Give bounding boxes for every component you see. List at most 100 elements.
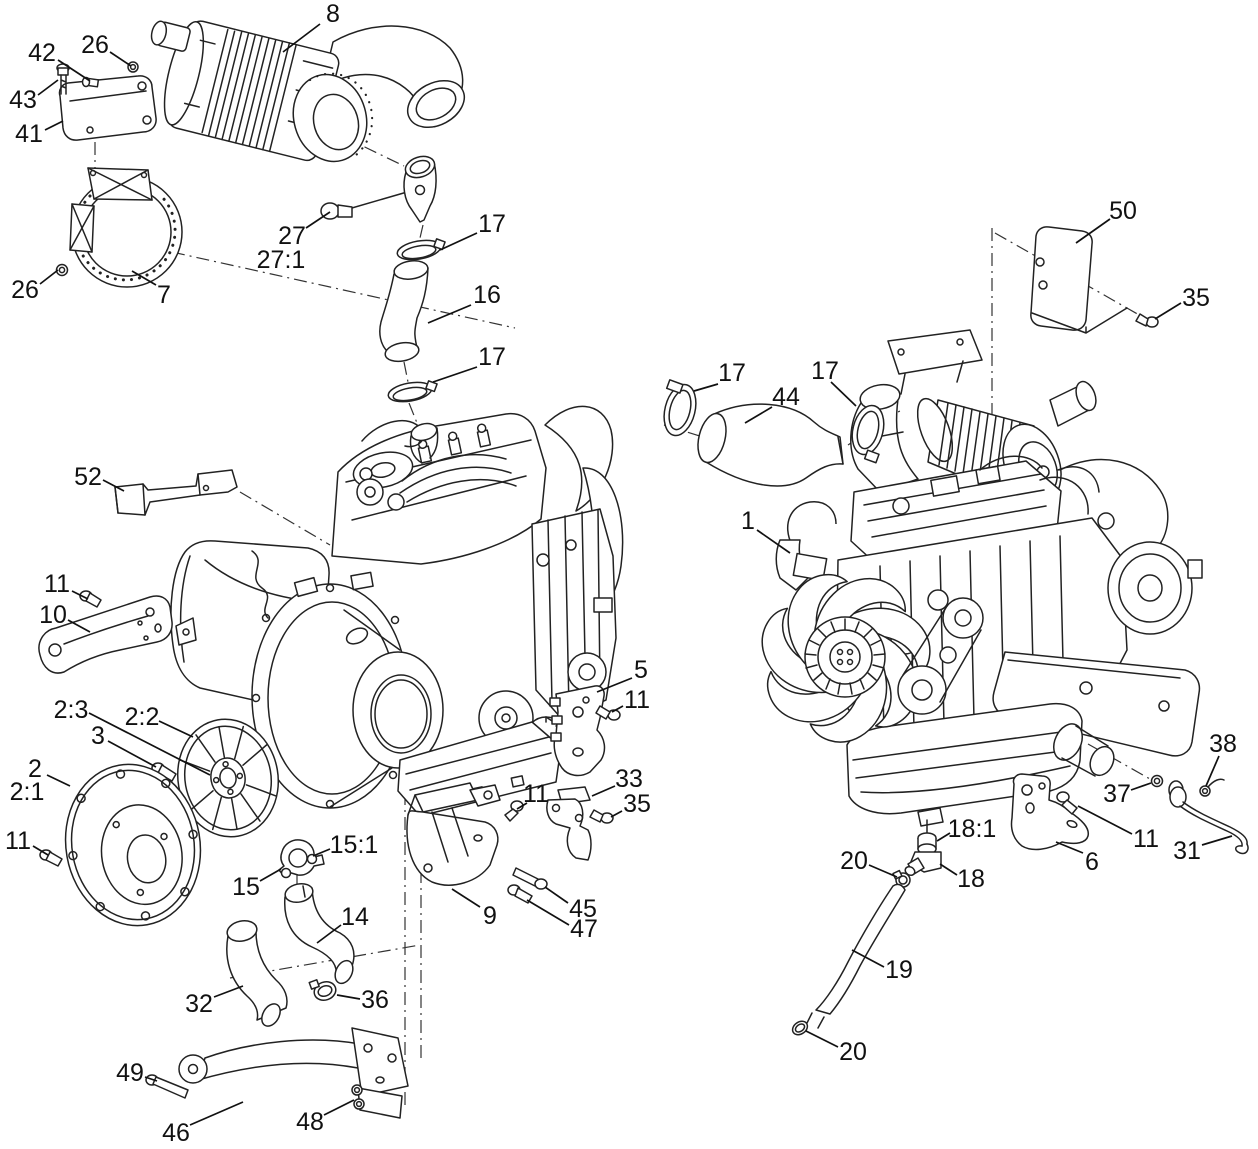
- callout-26-left: 26: [11, 276, 39, 304]
- callout-7: 7: [157, 281, 171, 309]
- bracket-10: [38, 590, 173, 674]
- callout-3: 3: [91, 722, 105, 750]
- nut-48: [351, 1084, 365, 1110]
- nut-26-top: [127, 61, 139, 73]
- callout-36: 36: [361, 986, 389, 1014]
- clamp-17-c: [663, 379, 697, 437]
- bolt-11-d: [504, 800, 524, 822]
- leader-line-11-e: [1077, 805, 1133, 835]
- leader-line-26-top: [109, 51, 132, 67]
- callout-42: 42: [28, 39, 56, 67]
- callout-10: 10: [39, 601, 67, 629]
- leader-line-50: [1075, 218, 1111, 244]
- callout-16: 16: [473, 281, 501, 309]
- callout-49: 49: [116, 1059, 144, 1087]
- callout-1: 1: [741, 507, 755, 535]
- leader-line-20-b: [805, 1030, 839, 1048]
- leader-line-9: [451, 888, 481, 908]
- callout-35-a: 35: [623, 790, 651, 818]
- leader-line-2-3: [88, 712, 211, 776]
- leader-line-52: [102, 479, 125, 492]
- clamp-17-b: [387, 380, 438, 403]
- callout-17-d: 17: [811, 357, 839, 385]
- leader-line-27: [305, 211, 331, 229]
- mount-band-7: [55, 167, 183, 288]
- callout-9: 9: [483, 902, 497, 930]
- callout-2-1: 2:1: [10, 778, 45, 806]
- nut-26-left: [55, 263, 69, 277]
- nut-15-1: [306, 853, 318, 865]
- bracket-52: [114, 469, 238, 516]
- clamp-36: [308, 979, 337, 1002]
- leader-line-17-c: [693, 383, 719, 392]
- leader-line-19: [851, 949, 885, 968]
- leader-line-15: [259, 868, 282, 882]
- leader-line-38: [1205, 755, 1220, 787]
- leader-line-41: [44, 120, 64, 131]
- callout-6: 6: [1085, 848, 1099, 876]
- bolt-35-a: [589, 809, 614, 824]
- callout-37: 37: [1103, 780, 1131, 808]
- callout-31: 31: [1173, 837, 1201, 865]
- elbow-fitting: [403, 155, 437, 223]
- callout-15: 15: [232, 873, 260, 901]
- flywheel-2: [64, 763, 202, 927]
- leader-line-45: [544, 886, 569, 904]
- callout-38: 38: [1209, 730, 1237, 758]
- bolt-35-b: [1135, 313, 1159, 328]
- callout-11-c: 11: [624, 686, 650, 714]
- clamp-17-d: [851, 404, 885, 464]
- leader-line-2-2: [158, 720, 194, 738]
- callout-2: 2: [28, 755, 42, 783]
- bracket-33: [546, 786, 592, 861]
- callout-47: 47: [570, 915, 598, 943]
- callout-27-1: 27:1: [257, 246, 306, 274]
- bolt-11-a: [79, 590, 102, 608]
- callout-48: 48: [296, 1108, 324, 1136]
- bracket-9: [406, 782, 501, 886]
- leader-line-17-d: [830, 381, 857, 407]
- callout-19: 19: [885, 956, 913, 984]
- plug-27: [320, 189, 415, 220]
- bolt-11-c: [595, 705, 621, 721]
- leader-line-43: [37, 79, 59, 96]
- leader-line-47: [526, 899, 570, 926]
- hose-32: [226, 919, 288, 1027]
- leader-line-14: [316, 924, 342, 944]
- leader-line-17-a: [439, 232, 478, 251]
- leader-line-26-left: [39, 269, 59, 285]
- callout-52: 52: [74, 463, 102, 491]
- fitting-18: [904, 832, 942, 877]
- leader-line-11-c: [611, 705, 624, 713]
- callout-32: 32: [185, 990, 213, 1018]
- clamp-15: [278, 839, 325, 879]
- callout-18-1: 18:1: [948, 815, 997, 843]
- leader-line-10: [67, 619, 91, 633]
- callout-50: 50: [1109, 197, 1137, 225]
- callout-33: 33: [615, 765, 643, 793]
- callout-20-b: 20: [839, 1038, 867, 1066]
- callout-17-a: 17: [478, 210, 506, 238]
- leader-line-31: [1201, 835, 1233, 846]
- callout-2-2: 2:2: [125, 703, 160, 731]
- callout-26-top: 26: [81, 31, 109, 59]
- leader-line-20-a: [868, 864, 898, 878]
- leader-line-8: [282, 23, 321, 53]
- leader-line-11-d: [516, 802, 528, 810]
- leader-line-46: [189, 1101, 244, 1126]
- leader-line-36: [336, 994, 361, 1000]
- callout-17-b: 17: [478, 343, 506, 371]
- leader-line-3: [107, 740, 157, 768]
- callout-41: 41: [15, 120, 43, 148]
- leader-line-37: [1130, 782, 1152, 791]
- leader-line-44: [744, 406, 773, 424]
- bracket-6: [1010, 773, 1090, 851]
- callout-35-b: 35: [1182, 284, 1210, 312]
- clamp-20-b: [791, 1020, 809, 1036]
- leader-line-7: [131, 270, 157, 286]
- callout-17-c: 17: [718, 359, 746, 387]
- leader-line-16: [427, 304, 472, 324]
